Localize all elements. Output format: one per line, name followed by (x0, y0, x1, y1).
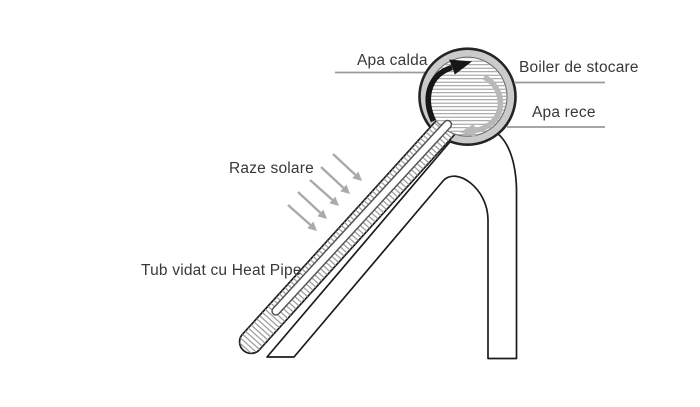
vacuum-tube-label: Tub vidat cu Heat Pipe (141, 262, 302, 279)
cold-water-flow-arrowhead (460, 123, 476, 138)
cold-water-flow-arrow (460, 74, 504, 138)
cold-water-flow-arc (474, 74, 504, 134)
solar-rays-arrows (287, 153, 362, 231)
solar-ray-arrow (332, 153, 362, 181)
cold-water-label: Apa rece (532, 104, 596, 121)
solar-ray-arrow (297, 191, 327, 219)
solar-ray-arrow (287, 204, 317, 231)
solar-ray-arrow (309, 179, 339, 206)
hot-water-flow-arrowhead (449, 59, 472, 75)
hot-water-flow-arrow (425, 59, 472, 123)
solar-rays-label: Raze solare (229, 160, 314, 177)
heat-pipe-core (272, 121, 451, 315)
hot-water-flow-arc (425, 64, 454, 123)
solar-ray-arrow (320, 166, 350, 194)
boiler-interior (427, 56, 508, 137)
storage-boiler-label: Boiler de stocare (519, 59, 639, 76)
heat-pipe (271, 119, 453, 316)
hot-water-label: Apa calda (357, 52, 428, 69)
